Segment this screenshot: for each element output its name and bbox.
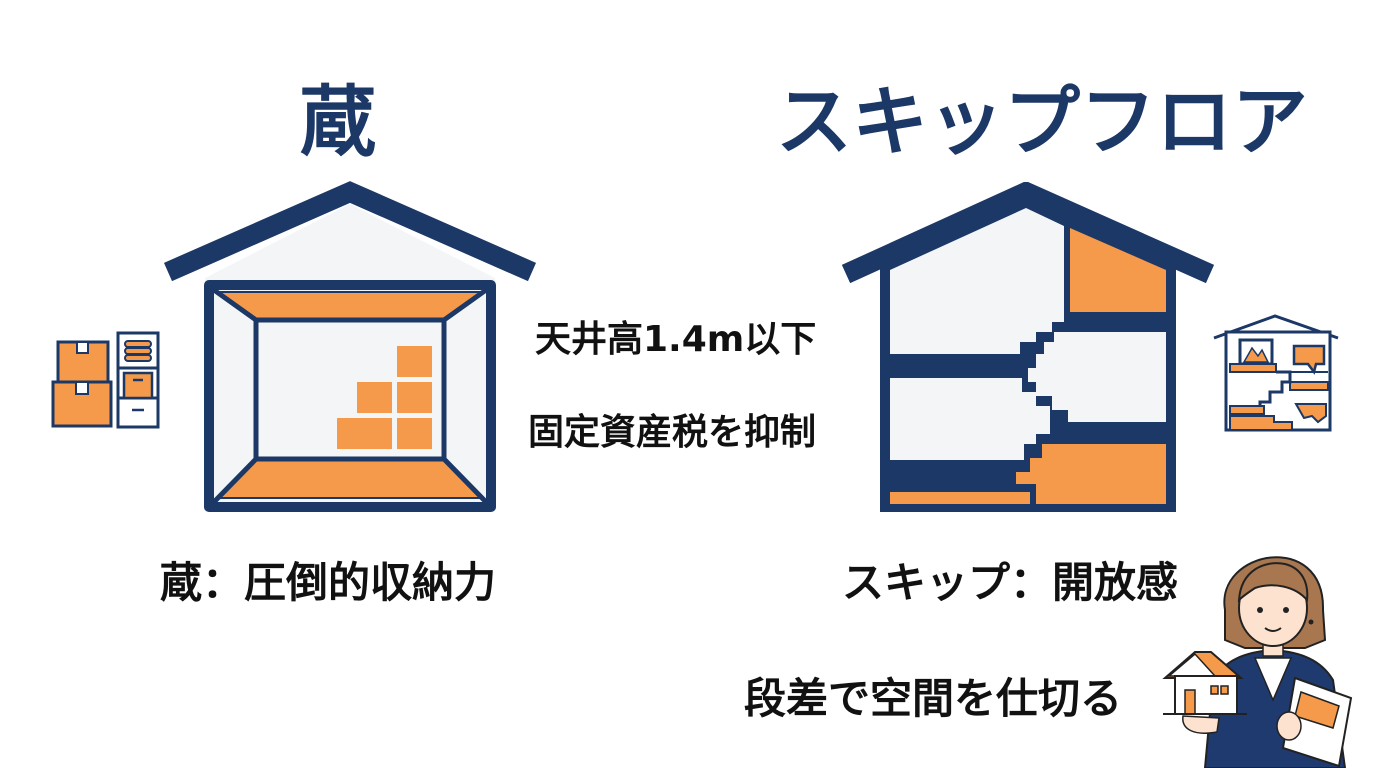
skip-floor-house-illustration [840, 182, 1220, 522]
ceiling-height-note: 天井高1.4m以下 [535, 319, 817, 360]
skip-floor-small-icon [1210, 310, 1340, 435]
storage-boxes-icon [50, 330, 165, 430]
skip-floor-title: スキップフロア [776, 77, 1308, 166]
kura-house-illustration [160, 180, 540, 520]
kura-caption: 蔵：圧倒的収納力 [160, 558, 497, 607]
skip-floor-caption: スキップ：開放感 [842, 558, 1179, 607]
step-partition-caption: 段差で空間を仕切る [744, 674, 1123, 723]
kura-title: 蔵 [300, 77, 378, 166]
property-tax-note: 固定資産税を抑制 [528, 412, 817, 453]
real-estate-agent-character [1155, 530, 1376, 768]
